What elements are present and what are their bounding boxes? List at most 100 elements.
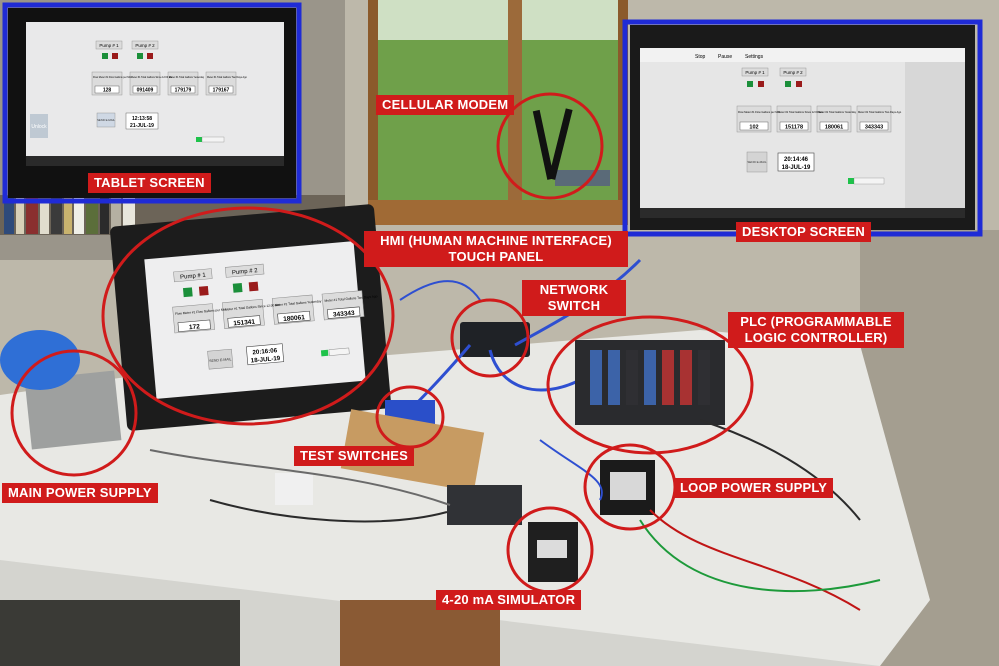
hmi-twodays-title: Meter #1 Total Gallons Two Days Ago (324, 294, 377, 303)
plc-label-line1: PLC (PROGRAMMABLE (740, 314, 892, 329)
floor-dark (0, 600, 240, 666)
hmi-flow-title: Flow Meter #1 Flow Gallons per Min. (175, 307, 227, 316)
hmi-yesterday-title: Meter #1 Total Gallons Yesterday (275, 299, 322, 307)
tablet-pump1-label: Pump # 1 (99, 43, 119, 48)
test-switches-callout: TEST SWITCHES (294, 446, 415, 466)
main-power-supply-label: MAIN POWER SUPPLY (8, 485, 152, 500)
switch-highlight (450, 298, 530, 378)
desktop-toolbar-settings: Settings (745, 54, 764, 60)
tablet-today-value: 091409 (137, 88, 154, 94)
network-switch-body (460, 322, 530, 357)
hmi-today-value: 151341 (233, 318, 256, 327)
hmi-pump2-green-indicator (232, 283, 243, 293)
desktop-pump2-red (796, 81, 802, 87)
hmi-send-email-button (207, 348, 234, 370)
desktop-status-indicator (848, 178, 854, 184)
hmi-time: 20:16:06 (252, 347, 278, 356)
desktop-send-email-button (746, 151, 768, 173)
desktop-toolbar-stop: Stop (695, 54, 706, 60)
desktop-toolbar (640, 48, 965, 62)
desktop-screen-content: Stop Pause Settings Pump # 1 Pump # 2 Fl… (695, 54, 902, 185)
plc-label-line2: LOGIC CONTROLLER) (744, 330, 888, 345)
hmi-screen-content: Pump # 1 Pump # 2 Flow Meter #1 Flow Gal… (172, 263, 378, 370)
desktop-flow-value: 102 (749, 125, 758, 131)
desktop-pump1-red (758, 81, 764, 87)
tablet-yesterday-title: Meter #1 Total Gallons Yesterday (169, 76, 205, 79)
hmi-date: 18-JUL-19 (250, 355, 281, 365)
modem-antenna-2 (548, 108, 573, 180)
plc-highlight (546, 315, 754, 455)
tablet-pump2-red (147, 53, 153, 59)
desktop-flow-title: Flow Meter #1 Flow Gallons per Min. (738, 110, 781, 114)
plc-callout: PLC (PROGRAMMABLE LOGIC CONTROLLER) (728, 312, 904, 348)
floor-box (340, 600, 500, 666)
hmi-pump1-green-indicator (182, 287, 193, 298)
tablet-time: 12:13:58 (132, 116, 152, 122)
hmi-status-indicator (320, 349, 329, 357)
tablet-unlock-label: Unlock (31, 124, 47, 130)
modem-highlight (496, 92, 604, 200)
tablet-twodays-value: 179167 (213, 88, 230, 94)
desktop-screen-callout: DESKTOP SCREEN (736, 222, 871, 242)
desktop-today-value: 151178 (785, 125, 803, 131)
tablet-today-title: Meter #1 Total Gallons Since 12:00 am (131, 76, 172, 79)
hmi-highlight (101, 206, 395, 426)
tablet-pump1-green (102, 53, 108, 59)
desktop-side-panel (905, 62, 965, 208)
book-spines (4, 196, 135, 234)
tablet-pump2-label: Pump # 2 (135, 43, 155, 48)
hmi-callout: HMI (HUMAN MACHINE INTERFACE) TOUCH PANE… (364, 231, 628, 267)
tablet-send-email-label: SEND E-MAIL (97, 118, 115, 122)
tablet-screen-callout: TABLET SCREEN (88, 173, 211, 193)
desktop-time: 20:14:46 (784, 157, 809, 163)
desktop-taskbar (640, 208, 965, 218)
wires (149, 280, 881, 611)
desktop-pump2-green (785, 81, 791, 87)
hmi-twodays-value: 343343 (333, 310, 356, 319)
simulator-display (537, 540, 567, 558)
desktop-pump2-label: Pump # 2 (783, 70, 803, 75)
desktop-twodays-value: 343343 (865, 125, 883, 131)
desktop-date: 18-JUL-19 (782, 165, 811, 171)
tablet-unlock-button (30, 114, 48, 138)
hmi-send-email-label: SEND E-MAIL (209, 357, 232, 363)
desktop-toolbar-pause: Pause (718, 54, 732, 60)
cellular-modem-label: CELLULAR MODEM (382, 97, 509, 112)
main-power-supply-callout: MAIN POWER SUPPLY (2, 483, 158, 503)
desktop-today-title: Meter #1 Total Gallons Since 12:00 am (778, 110, 823, 114)
simulator-label: 4-20 mA SIMULATOR (442, 592, 576, 607)
tablet-flow-value: 128 (103, 88, 112, 94)
desktop-pump1-green (747, 81, 753, 87)
modem-antenna-1 (532, 109, 555, 180)
tablet-navbar (26, 156, 284, 166)
desktop-pump1-label: Pump # 1 (745, 70, 765, 75)
main-power-supply-box (24, 370, 122, 450)
tablet-status-indicator (196, 137, 202, 142)
hmi-yesterday-value: 180061 (283, 314, 306, 323)
tablet-yesterday-value: 179179 (175, 88, 192, 94)
tablet-flow-title: Flow Meter #1 Flow Gallons per Min. (93, 76, 132, 79)
modem-body (555, 170, 610, 186)
plc-modules (590, 350, 710, 405)
hmi-pump1-label: Pump # 1 (180, 273, 207, 281)
cellular-modem-callout: CELLULAR MODEM (376, 95, 515, 115)
desktop-screen-label: DESKTOP SCREEN (742, 224, 865, 239)
loop-power-label (610, 472, 646, 500)
network-switch-label-line1: NETWORK (539, 282, 609, 297)
desktop-yesterday-value: 180061 (825, 125, 843, 131)
rotary-device (447, 485, 522, 525)
tablet-send-email-button (96, 112, 116, 128)
window-mullion (508, 0, 522, 200)
hmi-pump2-label: Pump # 2 (232, 268, 259, 276)
loop-power-supply-label: LOOP POWER SUPPLY (680, 480, 828, 495)
network-switch-label-line2: SWITCH (547, 298, 601, 313)
white-sensor (275, 473, 313, 505)
test-switches-label: TEST SWITCHES (300, 448, 409, 463)
tablet-pump2-green (137, 53, 143, 59)
hmi-pump1-red-indicator (198, 285, 209, 296)
tablet-screen-label: TABLET SCREEN (94, 175, 205, 190)
hmi-flow-value: 172 (189, 323, 201, 331)
hmi-pump2-red-indicator (248, 281, 259, 292)
loop-power-supply-callout: LOOP POWER SUPPLY (674, 478, 834, 498)
tablet-pump1-red (112, 53, 118, 59)
